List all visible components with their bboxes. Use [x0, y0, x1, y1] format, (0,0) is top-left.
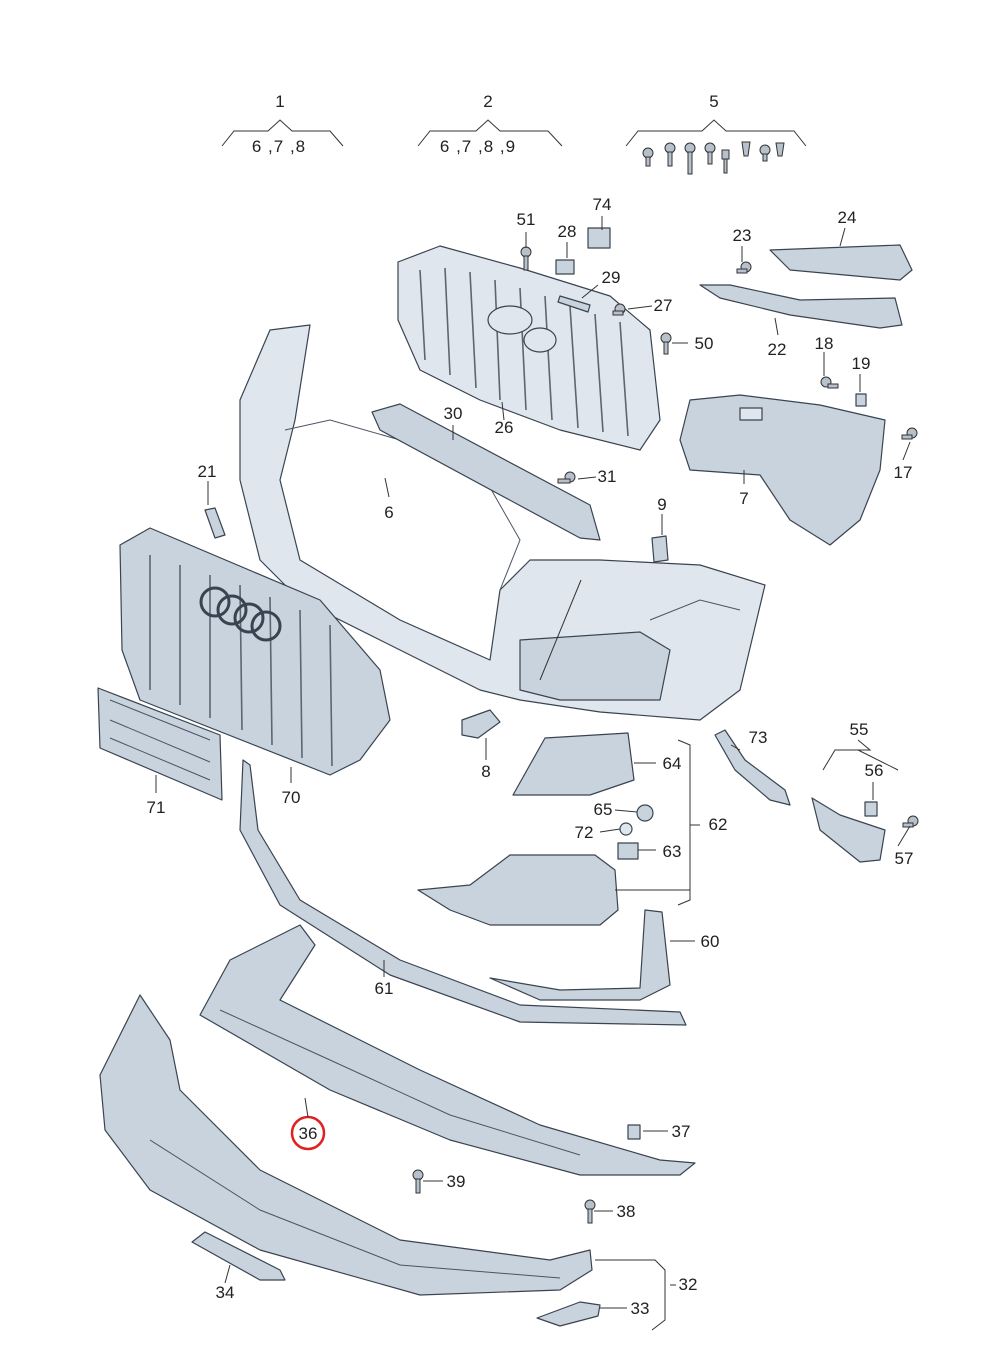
label-31: 31 — [598, 467, 617, 486]
label-73: 73 — [749, 728, 768, 747]
label-65: 65 — [594, 800, 613, 819]
label-57: 57 — [895, 849, 914, 868]
label-23: 23 — [733, 226, 752, 245]
label-61: 61 — [375, 979, 394, 998]
group-1-number: 1 — [275, 92, 284, 111]
group-2: 2 6 ,7 ,8 ,9 — [417, 92, 563, 156]
label-19: 19 — [852, 354, 871, 373]
centre-strip-30 — [371, 403, 601, 541]
lower-grille-70 — [119, 527, 391, 776]
label-18: 18 — [815, 334, 834, 353]
label-62: 62 — [709, 815, 728, 834]
label-51: 51 — [517, 210, 536, 229]
cap-9 — [651, 535, 669, 563]
screws — [412, 246, 919, 1224]
label-70: 70 — [282, 788, 301, 807]
label-50: 50 — [695, 334, 714, 353]
clip-56 — [864, 801, 878, 817]
label-8: 8 — [481, 762, 490, 781]
label-27: 27 — [654, 296, 673, 315]
label-36: 36 — [299, 1124, 318, 1143]
label-7: 7 — [739, 489, 748, 508]
grille-frame-26 — [397, 245, 661, 451]
grommet-65 — [636, 804, 654, 822]
group-2-number: 2 — [483, 92, 492, 111]
group-5: 5 — [625, 92, 807, 175]
label-24: 24 — [838, 208, 857, 227]
label-56: 56 — [865, 761, 884, 780]
label-37: 37 — [672, 1122, 691, 1141]
leader-lines — [155, 216, 911, 1331]
fog-grille-64 — [512, 732, 635, 796]
group-1-includes: 6 ,7 ,8 — [252, 137, 306, 156]
label-38: 38 — [617, 1202, 636, 1221]
label-55: 55 — [850, 720, 869, 739]
trim-60 — [489, 909, 671, 1001]
lower-spoiler-32 — [99, 994, 593, 1296]
label-60: 60 — [701, 932, 720, 951]
clip-37 — [627, 1124, 641, 1140]
side-bracket-73 — [714, 729, 791, 806]
label-74: 74 — [593, 195, 612, 214]
fastener-set-icon — [642, 141, 785, 175]
small-parts — [204, 227, 878, 1140]
label-32: 32 — [679, 1275, 698, 1294]
washer-cap-8 — [461, 709, 501, 739]
trim-strip-61 — [239, 759, 687, 1026]
label-9: 9 — [657, 495, 666, 514]
bracket-28 — [555, 259, 575, 275]
trim-33 — [536, 1301, 601, 1327]
label-30: 30 — [444, 404, 463, 423]
label-71: 71 — [147, 798, 166, 817]
washer-cap-21 — [204, 507, 226, 539]
side-piece-55 — [811, 797, 886, 863]
label-33: 33 — [631, 1299, 650, 1318]
label-21: 21 — [198, 462, 217, 481]
oring-72 — [619, 822, 633, 836]
part-labels: 51 28 74 29 27 50 23 24 22 18 19 17 7 30… — [147, 195, 914, 1318]
trim-34 — [191, 1231, 286, 1281]
label-34: 34 — [216, 1283, 235, 1302]
label-64: 64 — [663, 754, 682, 773]
trim-strip-22 — [699, 284, 903, 329]
plate-holder-71 — [97, 687, 223, 801]
strip-29 — [557, 295, 591, 313]
group-5-number: 5 — [709, 92, 718, 111]
trim-strip-24 — [769, 244, 913, 281]
label-6: 6 — [384, 503, 393, 522]
label-28: 28 — [558, 222, 577, 241]
label-29: 29 — [602, 268, 621, 287]
spoiler-carrier-36 — [199, 924, 696, 1176]
bracket-74 — [587, 227, 611, 249]
group-1: 1 6 ,7 ,8 — [221, 92, 344, 156]
label-63: 63 — [663, 842, 682, 861]
group-2-includes: 6 ,7 ,8 ,9 — [440, 137, 516, 156]
bracket-7 — [679, 394, 886, 546]
label-22: 22 — [768, 340, 787, 359]
sensor-holder-63 — [617, 842, 639, 860]
label-39: 39 — [447, 1172, 466, 1191]
label-26: 26 — [495, 418, 514, 437]
nut-19 — [855, 393, 867, 407]
label-72: 72 — [575, 823, 594, 842]
fog-grille-62 — [417, 854, 619, 926]
label-17: 17 — [894, 463, 913, 482]
